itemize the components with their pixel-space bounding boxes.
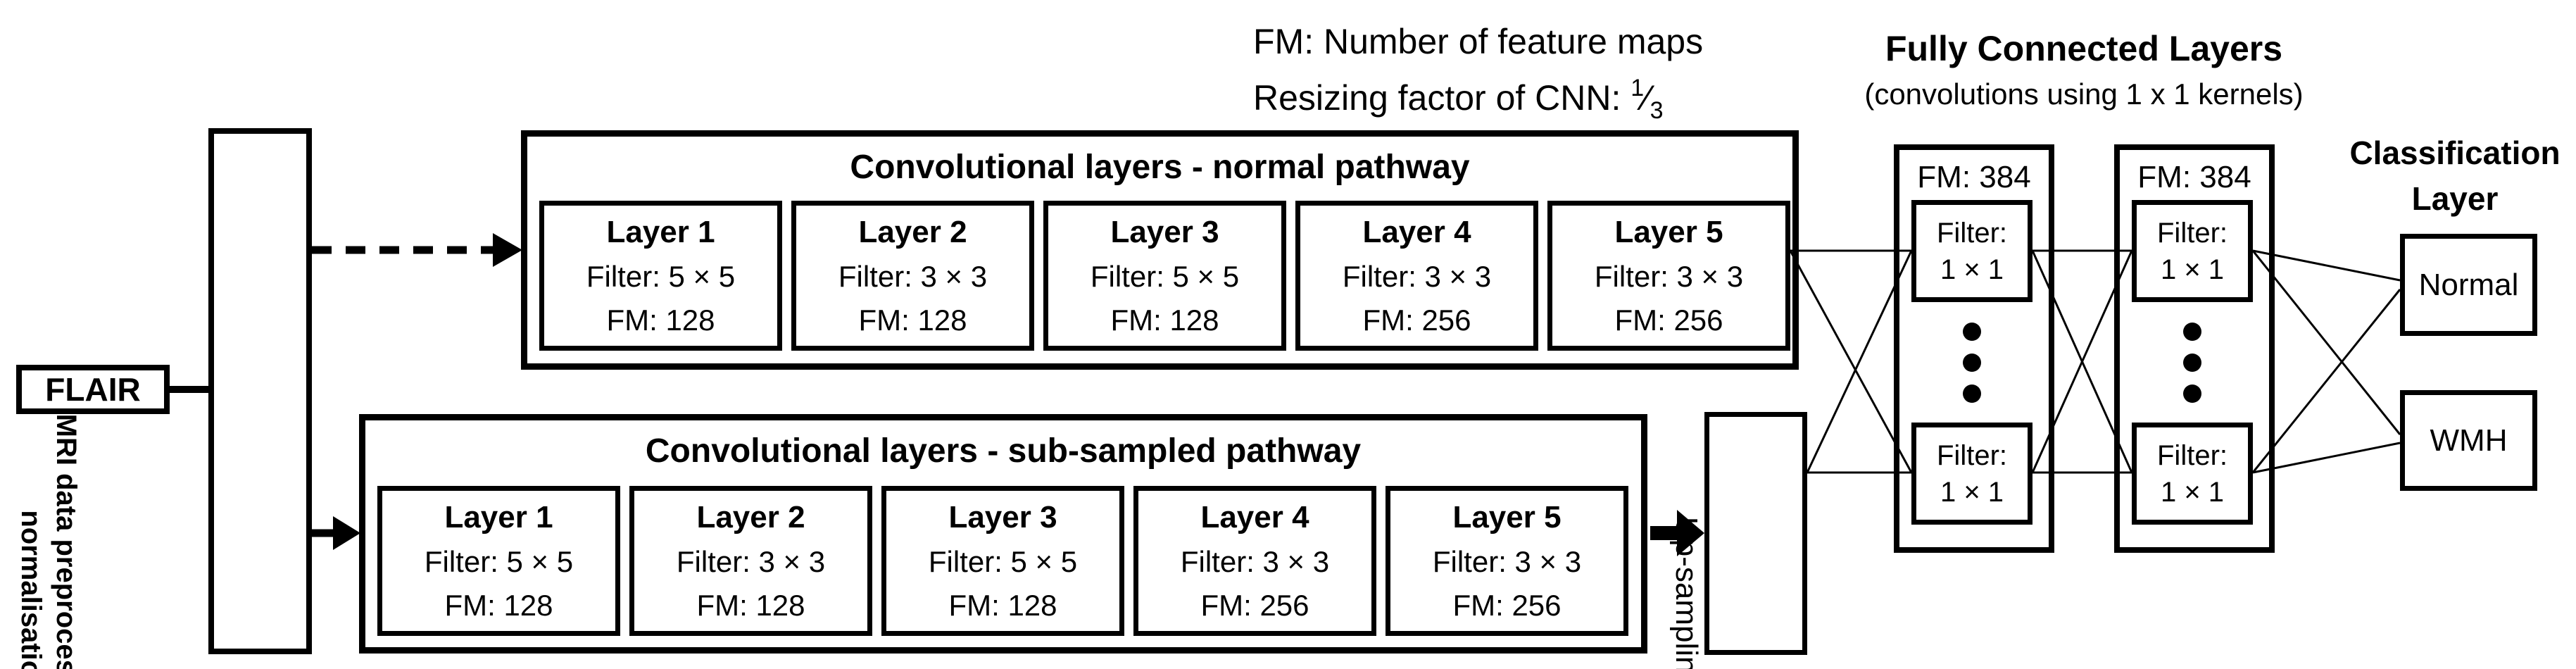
layer-fm: FM: 128 xyxy=(696,588,805,622)
fc1-fm-label: FM: 384 xyxy=(1917,160,2031,194)
layer-filter: Filter: 5 × 5 xyxy=(424,544,574,578)
ellipsis-dot xyxy=(1963,384,1981,403)
sub-layer-2-box: Layer 2 Filter: 3 × 3 FM: 128 xyxy=(629,486,872,636)
normal-pathway-title: Convolutional layers - normal pathway xyxy=(850,149,1470,186)
sub-layer-3-box: Layer 3 Filter: 5 × 5 FM: 128 xyxy=(881,486,1124,636)
layer-fm: FM: 256 xyxy=(1200,588,1309,622)
fc2-filter-box-bottom: Filter: 1 × 1 xyxy=(2132,423,2253,525)
filter-label: Filter: xyxy=(1937,217,2007,249)
layer-fm: FM: 256 xyxy=(1362,303,1471,337)
layer-fm: FM: 128 xyxy=(948,588,1057,622)
normal-class-label: Normal xyxy=(2418,267,2519,302)
sub-layer-1-box: Layer 1 Filter: 5 × 5 FM: 128 xyxy=(377,486,620,636)
flair-label: FLAIR xyxy=(45,371,141,408)
layer-name: Layer 3 xyxy=(1110,214,1219,249)
input-arrow xyxy=(312,516,360,550)
normal-class-box: Normal xyxy=(2400,234,2537,336)
preprocessing-label: MRI data preprocessing and normalisation xyxy=(3,345,95,669)
fc2-to-classification-lines xyxy=(2251,249,2401,474)
layer-name: Layer 3 xyxy=(948,499,1057,534)
sub-layer-5-box: Layer 5 Filter: 3 × 3 FM: 256 xyxy=(1386,486,1628,636)
normal-layer-4-box: Layer 4 Filter: 3 × 3 FM: 256 xyxy=(1295,201,1538,351)
filter-size: 1 × 1 xyxy=(2160,476,2225,508)
layer-filter: Filter: 5 × 5 xyxy=(1090,259,1240,293)
layer-fm: FM: 128 xyxy=(858,303,967,337)
fc2-fm-label: FM: 384 xyxy=(2137,160,2251,194)
layer-name: Layer 4 xyxy=(1200,499,1309,534)
ellipsis-dot xyxy=(2183,354,2201,372)
layer-fm: FM: 128 xyxy=(1110,303,1219,337)
layer-fm: FM: 128 xyxy=(606,303,715,337)
fc-subtitle: (convolutions using 1 x 1 kernels) xyxy=(1864,77,2304,111)
filter-size: 1 × 1 xyxy=(1940,254,2004,285)
layer-filter: Filter: 5 × 5 xyxy=(928,544,1078,578)
filter-size: 1 × 1 xyxy=(2160,254,2225,285)
layer-name: Layer 1 xyxy=(606,214,715,249)
layer-name: Layer 2 xyxy=(858,214,967,249)
note-resizing-factor: Resizing factor of CNN: 1⁄3 xyxy=(1253,68,1663,131)
upsampling-label: Up-sampling xyxy=(1669,516,1704,669)
normal-layer-1-box: Layer 1 Filter: 5 × 5 FM: 128 xyxy=(539,201,782,351)
layer-fm: FM: 256 xyxy=(1614,303,1723,337)
note-feature-maps: FM: Number of feature maps xyxy=(1253,22,1704,61)
layer-fm: FM: 128 xyxy=(444,588,553,622)
filter-label: Filter: xyxy=(2157,439,2228,471)
preprocessing-label-line2: normalisation xyxy=(15,510,47,669)
classification-title-line1: Classification xyxy=(2349,135,2561,171)
ellipsis-dot xyxy=(1963,323,1981,341)
fc2-filter-box-top: Filter: 1 × 1 xyxy=(2132,200,2253,302)
upsampling-box: Up-sampling xyxy=(1669,412,1807,669)
fc-title: Fully Connected Layers xyxy=(1885,29,2283,68)
fraction-numerator: 1 xyxy=(1631,75,1645,101)
layer-filter: Filter: 3 × 3 xyxy=(1180,544,1330,578)
layer-name: Layer 2 xyxy=(696,499,805,534)
fc1-filter-box-bottom: Filter: 1 × 1 xyxy=(1911,423,2032,525)
layer-name: Layer 1 xyxy=(444,499,553,534)
ellipsis-dot xyxy=(1963,354,1981,372)
fraction-denominator: 3 xyxy=(1650,97,1664,124)
filter-label: Filter: xyxy=(1937,439,2007,471)
layer-filter: Filter: 3 × 3 xyxy=(1342,259,1492,293)
layer-name: Layer 4 xyxy=(1362,214,1471,249)
dashed-arrow xyxy=(312,233,522,267)
preprocessing-box: MRI data preprocessing and normalisation xyxy=(16,128,312,669)
flair-input-box: FLAIR xyxy=(16,365,170,414)
filter-label: Filter: xyxy=(2157,217,2228,249)
layer-name: Layer 5 xyxy=(1614,214,1723,249)
layer-fm: FM: 256 xyxy=(1452,588,1562,622)
normal-layer-5-box: Layer 5 Filter: 3 × 3 FM: 256 xyxy=(1547,201,1790,351)
wmh-class-box: WMH xyxy=(2400,390,2537,491)
layer-filter: Filter: 3 × 3 xyxy=(676,544,826,578)
layer-filter: Filter: 3 × 3 xyxy=(838,259,988,293)
ellipsis-dot xyxy=(2183,384,2201,403)
filter-size: 1 × 1 xyxy=(1940,476,2004,508)
layer-filter: Filter: 5 × 5 xyxy=(586,259,736,293)
preprocessing-label-line1: MRI data preprocessing and xyxy=(51,413,82,669)
normal-layer-2-box: Layer 2 Filter: 3 × 3 FM: 128 xyxy=(791,201,1034,351)
classification-title-line2: Layer xyxy=(2411,180,2499,217)
ellipsis-dot xyxy=(2183,323,2201,341)
normal-layer-3-box: Layer 3 Filter: 5 × 5 FM: 128 xyxy=(1043,201,1286,351)
layer-filter: Filter: 3 × 3 xyxy=(1432,544,1582,578)
wmh-class-label: WMH xyxy=(2430,423,2508,458)
sub-layer-4-box: Layer 4 Filter: 3 × 3 FM: 256 xyxy=(1133,486,1376,636)
fc1-filter-box-top: Filter: 1 × 1 xyxy=(1911,200,2032,302)
sub-sampled-pathway-title: Convolutional layers - sub-sampled pathw… xyxy=(645,432,1362,470)
layer-name: Layer 5 xyxy=(1452,499,1562,534)
layer-filter: Filter: 3 × 3 xyxy=(1594,259,1744,293)
fraction-slash: ⁄ xyxy=(1644,78,1650,118)
note-resizing-prefix: Resizing factor of CNN: xyxy=(1253,78,1631,118)
